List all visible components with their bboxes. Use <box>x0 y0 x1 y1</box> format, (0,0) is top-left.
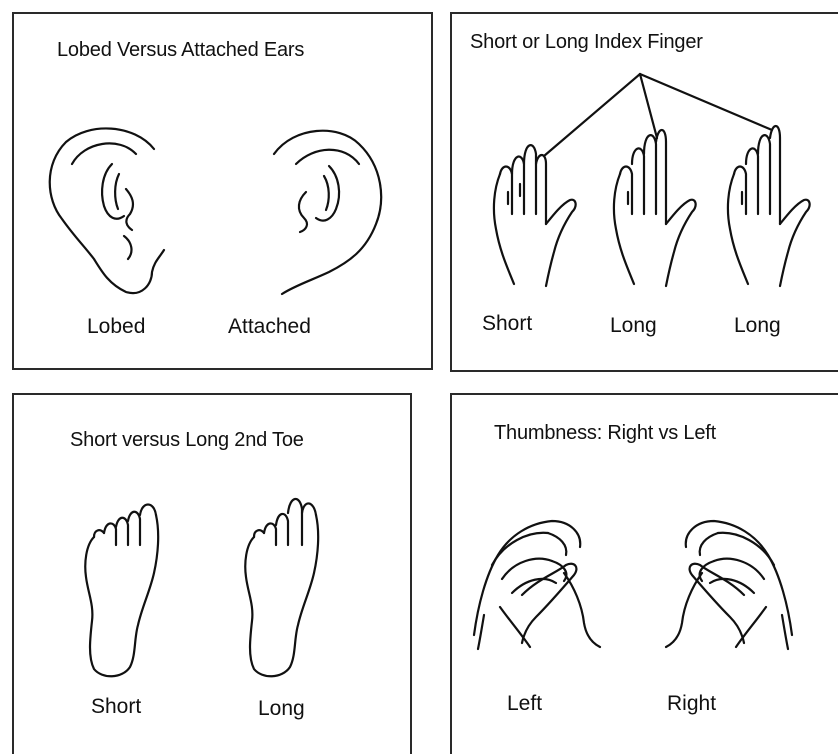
foot-short <box>85 505 158 677</box>
foot-long <box>245 499 318 676</box>
toe-panel: Short versus Long 2nd Toe Short Long <box>12 393 412 754</box>
pointer-lines <box>544 74 772 156</box>
lobed-ear-drawing <box>50 128 164 293</box>
ear-illustrations <box>14 14 435 372</box>
hand-long-2 <box>728 126 810 286</box>
thumbness-panel: Thumbness: Right vs Left Left <box>450 393 838 754</box>
toe-label-long: Long <box>258 697 305 721</box>
ears-panel: Lobed Versus Attached Ears Lobed Attache… <box>12 12 433 370</box>
index-finger-panel: Short or Long Index Finger <box>450 12 838 372</box>
toe-label-short: Short <box>91 695 141 719</box>
hand-long-1 <box>614 130 696 286</box>
clasped-hands-right <box>666 521 792 649</box>
finger-label-long-1: Long <box>610 314 657 338</box>
attached-label: Attached <box>228 315 311 339</box>
thumb-label-right: Right <box>667 692 716 716</box>
attached-ear-drawing <box>274 131 381 294</box>
lobed-label: Lobed <box>87 315 145 339</box>
thumb-label-left: Left <box>507 692 542 716</box>
finger-label-long-2: Long <box>734 314 781 338</box>
hand-short <box>494 145 576 286</box>
finger-label-short: Short <box>482 312 532 336</box>
clasped-hands-left <box>474 521 600 649</box>
foot-illustrations <box>14 395 414 756</box>
